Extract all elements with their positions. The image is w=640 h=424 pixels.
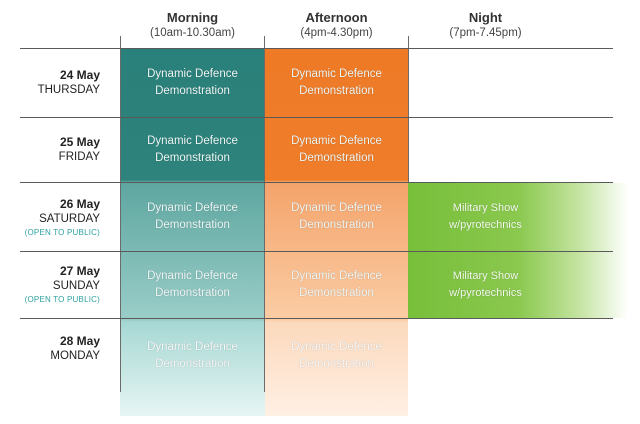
event-line: Dynamic Defence bbox=[147, 270, 238, 282]
event-line: Dynamic Defence bbox=[147, 68, 238, 80]
header-night: Night (7pm-7.45pm) bbox=[408, 10, 563, 41]
header-afternoon-title: Afternoon bbox=[305, 10, 368, 25]
event-line: Demonstration bbox=[155, 85, 230, 97]
day-weekday: THURSDAY bbox=[37, 84, 100, 96]
night-show-band bbox=[408, 183, 640, 318]
event-line: Dynamic Defence bbox=[147, 202, 238, 214]
day-weekday: SATURDAY bbox=[39, 213, 100, 225]
day-label-24-may: 24 May THURSDAY bbox=[20, 68, 100, 98]
event-line: w/pyrotechnics bbox=[449, 287, 522, 299]
day-date: 25 May bbox=[59, 135, 100, 149]
column-divider bbox=[120, 36, 121, 392]
event-line: Demonstration bbox=[155, 219, 230, 231]
day-weekday: SUNDAY bbox=[52, 280, 100, 292]
day-date: 26 May bbox=[59, 197, 100, 211]
day-label-28-may: 28 May MONDAY bbox=[20, 334, 100, 364]
event-line: Dynamic Defence bbox=[147, 135, 238, 147]
event-line: Demonstration bbox=[155, 152, 230, 164]
header-morning: Morning (10am-10.30am) bbox=[120, 10, 265, 41]
day-weekday: MONDAY bbox=[50, 350, 100, 362]
open-to-public-note: (OPEN TO PUBLIC) bbox=[24, 228, 100, 237]
event-line: Demonstration bbox=[299, 219, 374, 231]
row-divider bbox=[20, 251, 613, 252]
row-divider bbox=[20, 117, 613, 118]
event-line: Military Show bbox=[452, 270, 519, 282]
event-line: Dynamic Defence bbox=[291, 202, 382, 214]
morning-column-band bbox=[120, 48, 265, 416]
event-line: Dynamic Defence bbox=[291, 270, 382, 282]
day-weekday: FRIDAY bbox=[58, 151, 100, 163]
event-line: Dynamic Defence bbox=[291, 68, 382, 80]
day-label-26-may: 26 May SATURDAY (OPEN TO PUBLIC) bbox=[20, 197, 100, 239]
event-line: Demonstration bbox=[155, 287, 230, 299]
header-afternoon: Afternoon (4pm-4.30pm) bbox=[265, 10, 408, 41]
header-morning-time: (10am-10.30am) bbox=[149, 27, 235, 39]
row-divider bbox=[20, 48, 613, 49]
event-line: w/pyrotechnics bbox=[449, 219, 522, 231]
event-cell-night: Military Show w/pyrotechnics bbox=[408, 252, 563, 318]
event-line: Demonstration bbox=[299, 358, 374, 370]
event-line: Demonstration bbox=[299, 152, 374, 164]
day-date: 24 May bbox=[59, 68, 100, 82]
event-line: Demonstration bbox=[155, 358, 230, 370]
afternoon-column-band bbox=[265, 48, 408, 416]
open-to-public-note: (OPEN TO PUBLIC) bbox=[24, 295, 100, 304]
event-line: Dynamic Defence bbox=[291, 135, 382, 147]
day-date: 27 May bbox=[59, 264, 100, 278]
day-label-25-may: 25 May FRIDAY bbox=[20, 135, 100, 165]
event-line: Dynamic Defence bbox=[291, 341, 382, 353]
event-line: Military Show bbox=[452, 202, 519, 214]
event-line: Demonstration bbox=[299, 287, 374, 299]
header-night-time: (7pm-7.45pm) bbox=[449, 27, 522, 39]
header-night-title: Night bbox=[468, 10, 503, 25]
row-divider bbox=[20, 318, 613, 319]
column-divider bbox=[264, 36, 265, 392]
day-date: 28 May bbox=[59, 334, 100, 348]
event-line: Demonstration bbox=[299, 85, 374, 97]
row-divider bbox=[20, 182, 613, 183]
header-morning-title: Morning bbox=[166, 10, 219, 25]
event-cell-night: Military Show w/pyrotechnics bbox=[408, 183, 563, 251]
day-label-27-may: 27 May SUNDAY (OPEN TO PUBLIC) bbox=[20, 264, 100, 306]
event-line: Dynamic Defence bbox=[147, 341, 238, 353]
header-afternoon-time: (4pm-4.30pm) bbox=[300, 27, 373, 39]
column-divider bbox=[408, 36, 409, 183]
